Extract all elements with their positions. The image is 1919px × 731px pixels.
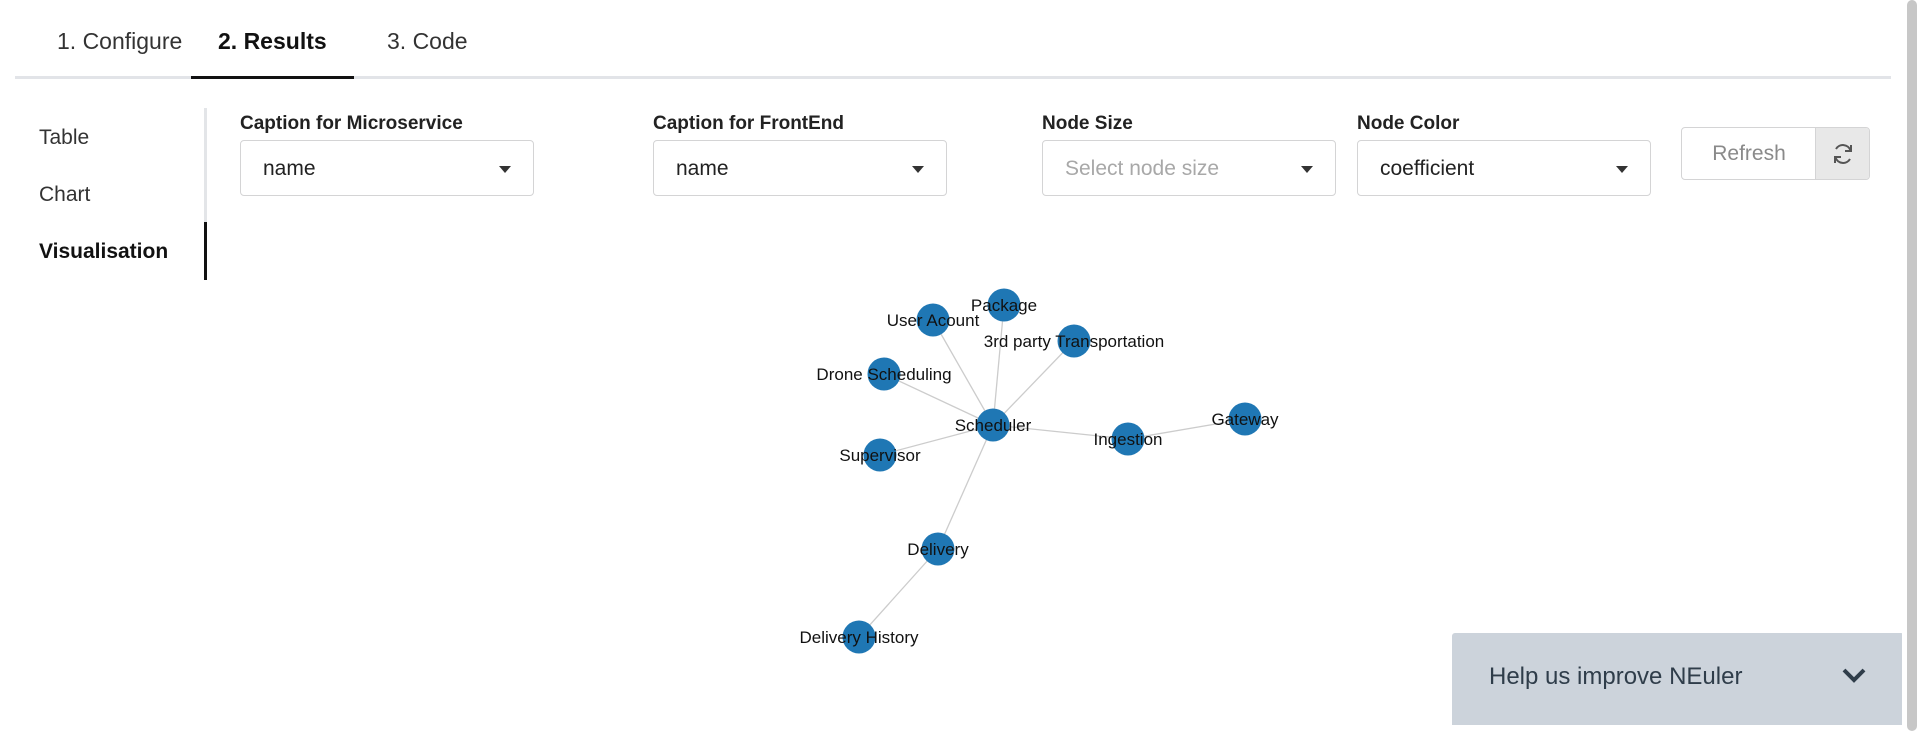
chevron-down-icon (1616, 166, 1628, 173)
refresh-button-label: Refresh (1712, 142, 1786, 165)
node-color-select[interactable]: coefficient (1357, 140, 1651, 196)
graph-edge-scheduler-ingestion (992, 424, 1129, 440)
page-scrollbar[interactable] (1902, 0, 1919, 731)
graph-edge-scheduler-supervisor (879, 424, 994, 456)
results-sidenav: Table Chart Visualisation (0, 108, 207, 280)
node-color-label: Node Color (1357, 113, 1460, 134)
caption-microservice-select[interactable]: name (240, 140, 534, 196)
scrollbar-thumb[interactable] (1907, 0, 1917, 731)
graph-edge-delivery-delivery-history (858, 548, 939, 638)
sidenav-item-table[interactable]: Table (39, 126, 90, 149)
tab-code[interactable]: 3. Code (360, 28, 495, 76)
graph-node-ingestion[interactable] (1111, 422, 1145, 456)
graph-node-scheduler[interactable] (976, 408, 1010, 442)
graph-node-gateway[interactable] (1228, 402, 1262, 436)
sidenav-item-chart[interactable]: Chart (39, 183, 91, 206)
graph-edges (858, 304, 1246, 638)
caption-microservice-value: name (263, 157, 316, 180)
graph-node-delivery-history[interactable] (842, 620, 876, 654)
chevron-down-icon (499, 166, 511, 173)
caption-frontend-label: Caption for FrontEnd (653, 113, 845, 134)
refresh-button[interactable]: Refresh (1681, 127, 1870, 180)
tab-results[interactable]: 2. Results (191, 28, 354, 79)
graph-edge-scheduler-drone-scheduling (883, 373, 994, 426)
tab-configure-label: 1. Configure (57, 28, 183, 54)
sidenav-item-visualisation[interactable]: Visualisation (39, 240, 169, 263)
graph-node-drone-scheduling[interactable] (867, 357, 901, 391)
node-size-placeholder: Select node size (1065, 157, 1220, 180)
refresh-icon (1815, 128, 1869, 179)
tab-results-label: 2. Results (218, 28, 327, 54)
results-tabs: 1. Configure 2. Results 3. Code (15, 0, 1891, 79)
graph-edge-scheduler-delivery (937, 424, 994, 550)
help-improve-panel[interactable]: Help us improve NEuler (1452, 633, 1904, 725)
graph-node-supervisor[interactable] (863, 438, 897, 472)
graph-edge-ingestion-gateway (1127, 418, 1246, 440)
graph-edge-scheduler-user-account (932, 319, 994, 426)
node-color-value: coefficient (1380, 157, 1475, 180)
chevron-down-icon (1842, 668, 1866, 683)
graph-node-delivery[interactable] (921, 532, 955, 566)
chevron-down-icon (912, 166, 924, 173)
caption-frontend-select[interactable]: name (653, 140, 947, 196)
graph-edge-scheduler-third-party (992, 340, 1075, 426)
graph-edge-scheduler-package (992, 304, 1005, 426)
graph-nodes (842, 288, 1262, 654)
graph-node-package[interactable] (987, 288, 1021, 322)
help-improve-text: Help us improve NEuler (1489, 663, 1743, 690)
tab-configure[interactable]: 1. Configure (30, 28, 209, 76)
sidenav-active-indicator (204, 222, 207, 280)
node-size-select[interactable]: Select node size (1042, 140, 1336, 196)
node-size-label: Node Size (1042, 113, 1133, 134)
caption-frontend-value: name (676, 157, 729, 180)
chevron-down-icon (1301, 166, 1313, 173)
graph-node-third-party[interactable] (1057, 324, 1091, 358)
caption-microservice-label: Caption for Microservice (240, 113, 463, 134)
graph-node-user-account[interactable] (916, 303, 950, 337)
tab-code-label: 3. Code (387, 28, 468, 54)
